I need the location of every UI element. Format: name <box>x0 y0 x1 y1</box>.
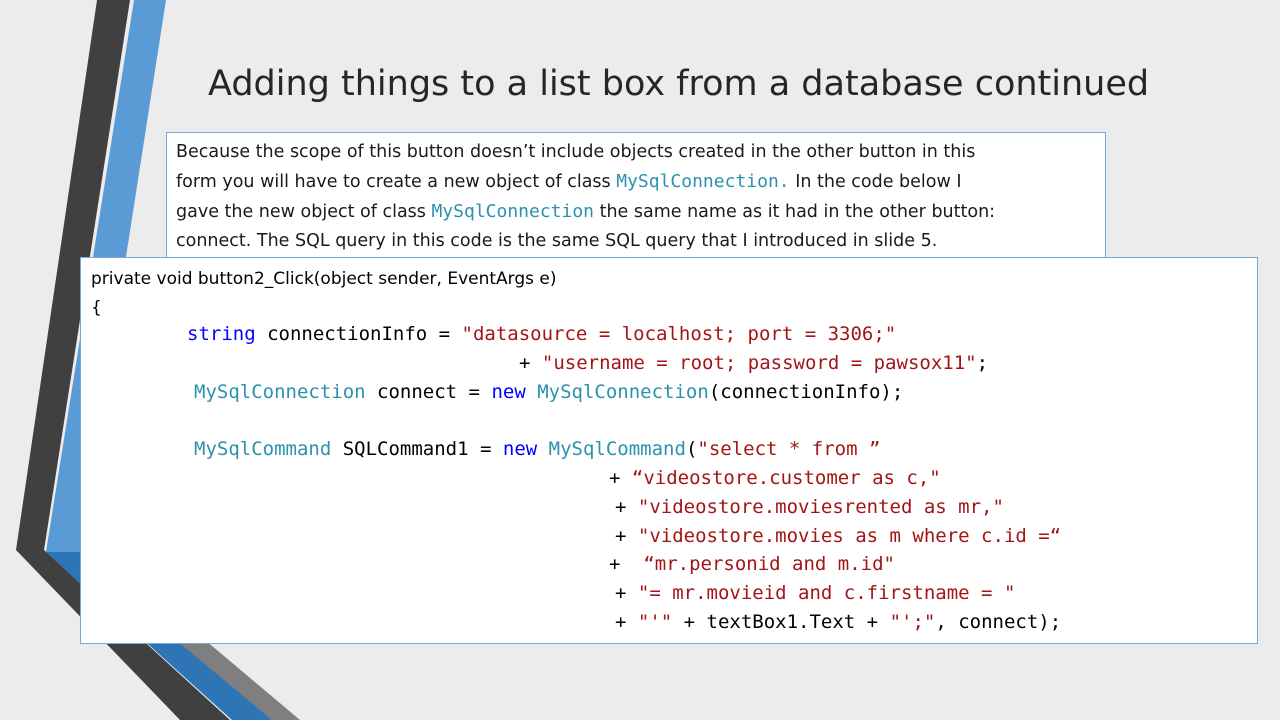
code-line-8: + "videostore.moviesrented as mr," <box>615 493 1004 521</box>
description-line-1: Because the scope of this button doesn’t… <box>176 142 976 162</box>
code-text <box>526 381 537 403</box>
code-string: "= mr.movieid and c.firstname = " <box>637 582 1016 604</box>
class-name: MySqlConnection <box>431 201 595 222</box>
code-string: “videostore.customer as c," <box>631 467 941 489</box>
description-box: Because the scope of this button doesn’t… <box>166 132 1106 260</box>
code-text: ; <box>976 352 989 374</box>
code-string: "videostore.movies as m where c.id =“ <box>637 525 1062 547</box>
code-type: MySqlConnection <box>537 381 709 403</box>
code-text: connect = <box>365 381 492 403</box>
code-line-12: + "'" + textBox1.Text + "';", connect); <box>615 608 1061 636</box>
slide-title: Adding things to a list box from a datab… <box>208 64 1150 104</box>
code-string: "username = root; password = pawsox11" <box>541 352 977 374</box>
dark-stripe-upper <box>16 0 130 550</box>
code-text: ( <box>685 438 698 460</box>
class-name: MySqlConnection. <box>616 171 790 192</box>
code-string: "videostore.moviesrented as mr," <box>637 496 1004 518</box>
code-text: + <box>519 352 542 374</box>
code-line-1: private void button2_Click(object sender… <box>91 269 557 289</box>
code-string: "select * from ” <box>697 438 881 460</box>
code-line-7: + “videostore.customer as c," <box>609 464 941 492</box>
code-string: "datasource = localhost; port = 3306;" <box>461 323 897 345</box>
code-text: + <box>615 496 638 518</box>
code-line-9: + "videostore.movies as m where c.id =“ <box>615 522 1061 550</box>
code-text: + <box>609 553 644 575</box>
code-text: SQLCommand1 = <box>331 438 503 460</box>
code-line-6: MySqlCommand SQLCommand1 = new MySqlComm… <box>194 435 880 463</box>
description-line-3: gave the new object of class MySqlConnec… <box>176 197 1096 227</box>
code-text <box>537 438 548 460</box>
description-text: In the code below I <box>789 172 962 192</box>
code-text: + <box>615 525 638 547</box>
code-type: MySqlCommand <box>548 438 686 460</box>
code-line-2: { <box>91 298 102 318</box>
code-keyword: new <box>502 438 538 460</box>
description-text: the same name as it had in the other but… <box>594 202 996 222</box>
code-line-11: + "= mr.movieid and c.firstname = " <box>615 579 1015 607</box>
code-type: MySqlConnection <box>194 381 366 403</box>
description-line-4: connect. The SQL query in this code is t… <box>176 231 938 251</box>
code-text: (connectionInfo); <box>708 381 904 403</box>
code-text: + <box>609 467 632 489</box>
description-text: gave the new object of class <box>176 202 432 222</box>
code-text: + textBox1.Text + <box>672 611 890 633</box>
code-line-4: + "username = root; password = pawsox11"… <box>519 349 988 377</box>
code-line-10: + “mr.personid and m.id" <box>609 550 895 578</box>
code-string: "'" <box>637 611 673 633</box>
code-line-3: string connectionInfo = "datasource = lo… <box>187 320 896 348</box>
code-text: , connect); <box>935 611 1062 633</box>
description-line-2: form you will have to create a new objec… <box>176 167 1096 197</box>
code-keyword: string <box>187 323 256 345</box>
code-text: connectionInfo = <box>255 323 462 345</box>
code-string: "';" <box>889 611 936 633</box>
code-text: + <box>615 582 638 604</box>
code-box: private void button2_Click(object sender… <box>80 257 1258 644</box>
description-text: form you will have to create a new objec… <box>176 172 617 192</box>
code-string: “mr.personid and m.id" <box>643 553 895 575</box>
code-text: + <box>615 611 638 633</box>
code-keyword: new <box>491 381 526 403</box>
code-type: MySqlCommand <box>194 438 332 460</box>
code-line-5: MySqlConnection connect = new MySqlConne… <box>194 378 903 406</box>
